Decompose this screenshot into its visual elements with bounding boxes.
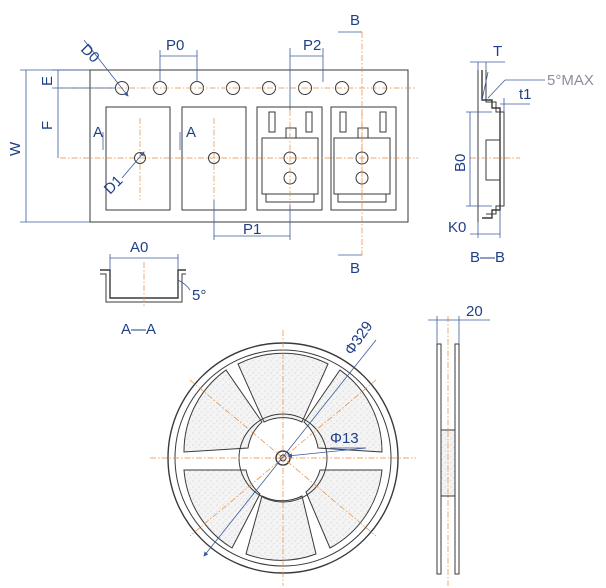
label-W: W (7, 141, 24, 156)
label-D0: D0 (77, 41, 103, 67)
top-view-dimensions (20, 31, 363, 256)
component-4 (333, 110, 391, 205)
label-A0: A0 (130, 239, 148, 256)
label-B0: B0 (452, 154, 469, 172)
label-5-max: 5°MAX (547, 72, 594, 89)
label-K0: K0 (448, 219, 466, 236)
label-A-A: A—A (121, 321, 156, 338)
label-5-deg: 5° (192, 287, 206, 304)
label-F: F (39, 121, 56, 130)
label-B-top: B (350, 12, 360, 29)
label-T: T (493, 43, 502, 60)
section-a-a (100, 254, 191, 306)
pocket-1 (105, 106, 171, 211)
label-P0: P0 (166, 37, 184, 54)
label-A-right: A (186, 124, 196, 141)
reel-front-view (150, 330, 416, 586)
label-phi329: Φ329 (341, 318, 376, 358)
label-P1: P1 (243, 221, 261, 238)
pocket-3 (256, 106, 323, 211)
label-B-B: B—B (470, 249, 505, 266)
tape-outline (89, 69, 409, 223)
label-D1: D1 (101, 172, 127, 198)
component-3 (261, 110, 319, 205)
label-phi13: Φ13 (330, 430, 359, 447)
section-b-b (466, 61, 545, 238)
reel-side-view (428, 316, 490, 586)
carrier-tape-top-view (60, 69, 418, 223)
label-t1: t1 (519, 86, 532, 103)
label-B-bottom: B (350, 260, 360, 277)
label-A-left: A (93, 124, 103, 141)
pocket-4 (330, 106, 397, 211)
label-P2: P2 (303, 37, 321, 54)
label-E: E (39, 76, 56, 86)
label-20: 20 (466, 303, 483, 320)
